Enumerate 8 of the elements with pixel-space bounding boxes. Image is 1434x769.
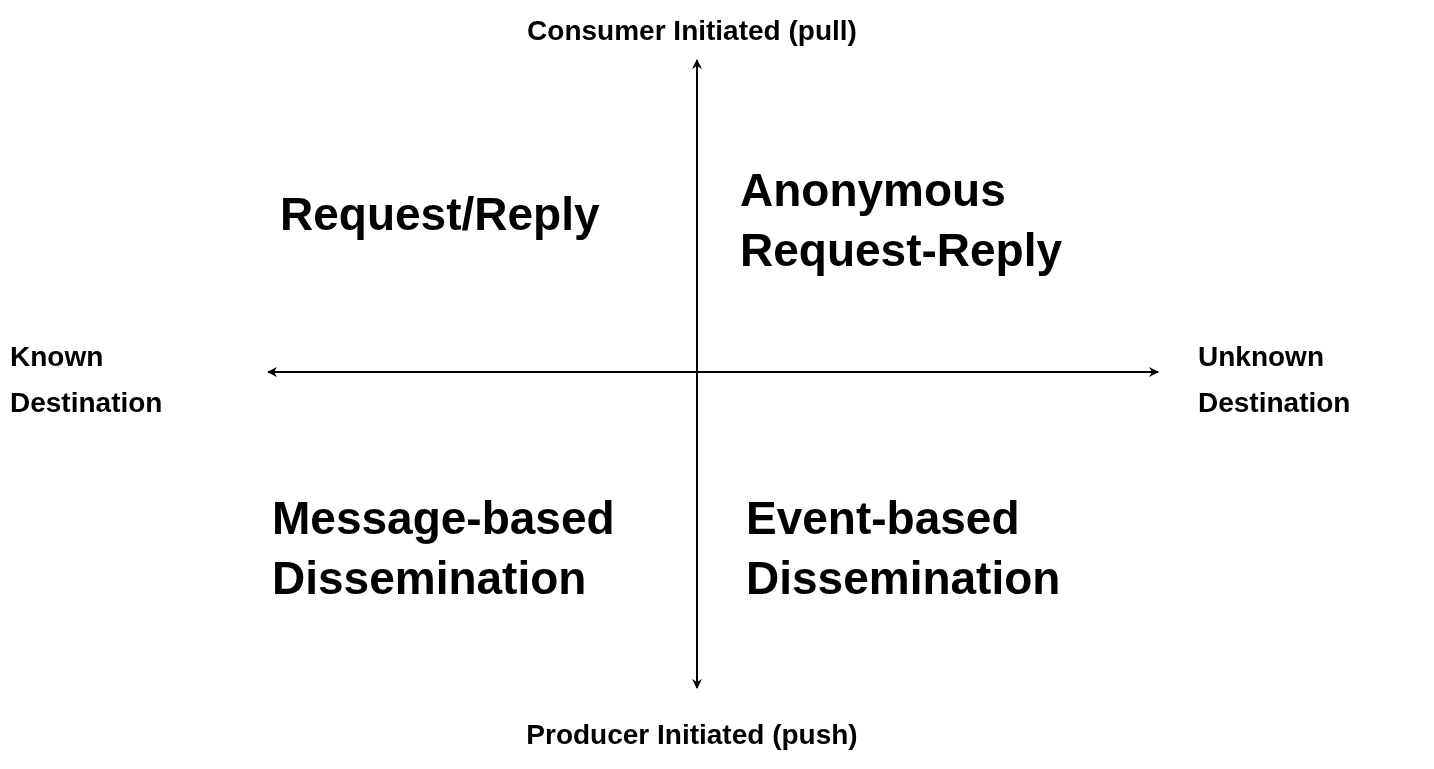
quadrant-label: Anonymous Request-Reply [740, 163, 1064, 278]
axis-label: Known Destination [10, 340, 164, 420]
axis-label: Producer Initiated (push) [525, 718, 859, 752]
quadrant-label: Request/Reply [280, 187, 601, 242]
axis-label: Unknown Destination [1198, 340, 1352, 420]
axis-label: Consumer Initiated (pull) [526, 14, 858, 48]
quadrant-label: Message-based Dissemination [272, 491, 616, 606]
quadrant-label: Event-based Dissemination [746, 491, 1062, 606]
